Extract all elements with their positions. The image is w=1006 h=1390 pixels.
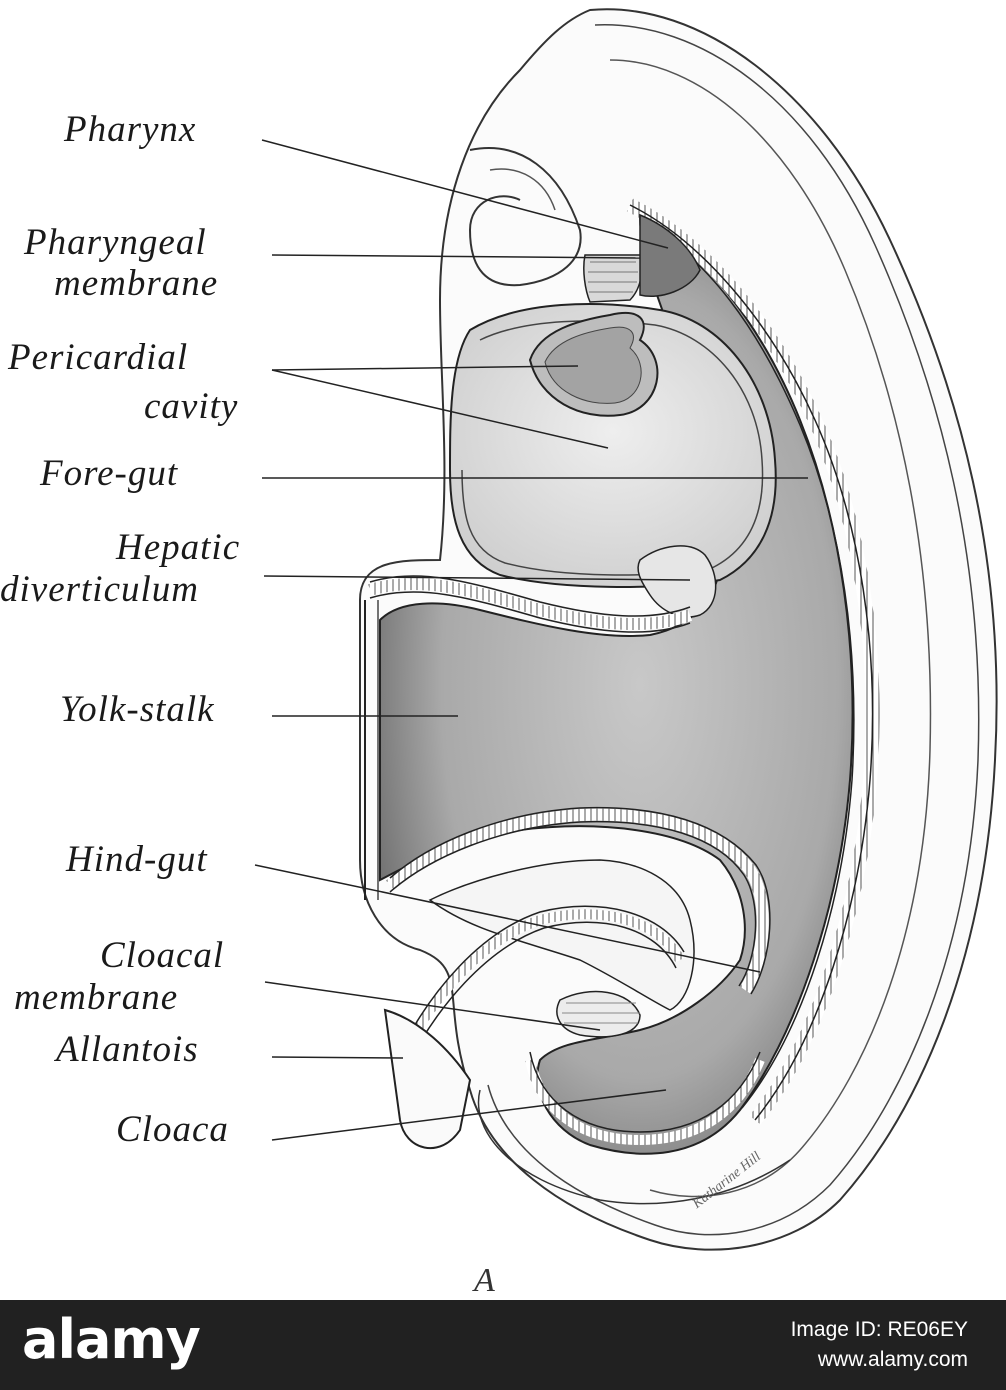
label-hepatic-2: diverticulum [0, 569, 200, 610]
leader-hind-gut [254, 864, 761, 973]
label-pharynx: Pharynx [64, 109, 197, 150]
embryo-inner-outline [487, 24, 980, 1236]
alamy-logo: alamy [22, 1308, 201, 1371]
label-cloacal-1: Cloacal [100, 935, 225, 976]
head-fold-inner [489, 168, 556, 211]
tail-fold [477, 1089, 791, 1205]
label-pharyngeal-1: Pharyngeal [24, 222, 207, 263]
amnion-outline [609, 59, 932, 1198]
allantois [395, 909, 685, 1063]
embryo-drawing [254, 8, 998, 1251]
label-pericardial-2: cavity [144, 386, 239, 427]
label-hind-gut: Hind-gut [66, 839, 208, 880]
watermark-footer: alamy Image ID: RE06EY www.alamy.com [0, 1300, 1006, 1390]
hind-gut [386, 808, 769, 994]
leader-pharyngeal [271, 254, 641, 259]
label-fore-gut: Fore-gut [40, 453, 179, 494]
body-stalk [383, 1008, 472, 1149]
site-url: www.alamy.com [817, 1348, 968, 1371]
label-pericardial-1: Pericardial [8, 337, 189, 378]
label-pharyngeal-2: membrane [54, 263, 219, 304]
leader-pharynx [261, 139, 669, 249]
yolk-stalk-upper-wall [368, 577, 693, 631]
label-cloacal-2: membrane [14, 977, 179, 1018]
label-cloaca: Cloaca [116, 1109, 229, 1150]
embryo-figure: Pharynx Pharyngeal membrane Pericardial … [0, 8, 998, 1299]
leader-cloaca [271, 1089, 667, 1141]
label-yolk-stalk: Yolk-stalk [60, 689, 215, 730]
leader-hepatic [263, 575, 691, 581]
leader-pericardial-b [271, 369, 609, 449]
cloaca-wall [525, 1058, 765, 1146]
leader-pericardial-a [271, 365, 579, 371]
pericardial-cavity [448, 303, 777, 588]
hind-gut-lumen [428, 859, 695, 1011]
label-hepatic-1: Hepatic [116, 527, 241, 568]
leader-allantois [271, 1056, 404, 1059]
pharynx-region [639, 213, 701, 297]
hepatic-diverticulum [637, 545, 717, 618]
image-id: Image ID: RE06EY [790, 1318, 968, 1341]
leader-cloacal-membrane [264, 981, 601, 1031]
head-fold [468, 147, 582, 287]
label-allantois: Allantois [56, 1029, 199, 1070]
leader-lines [254, 139, 808, 1141]
figure-letter: A [474, 1262, 495, 1299]
